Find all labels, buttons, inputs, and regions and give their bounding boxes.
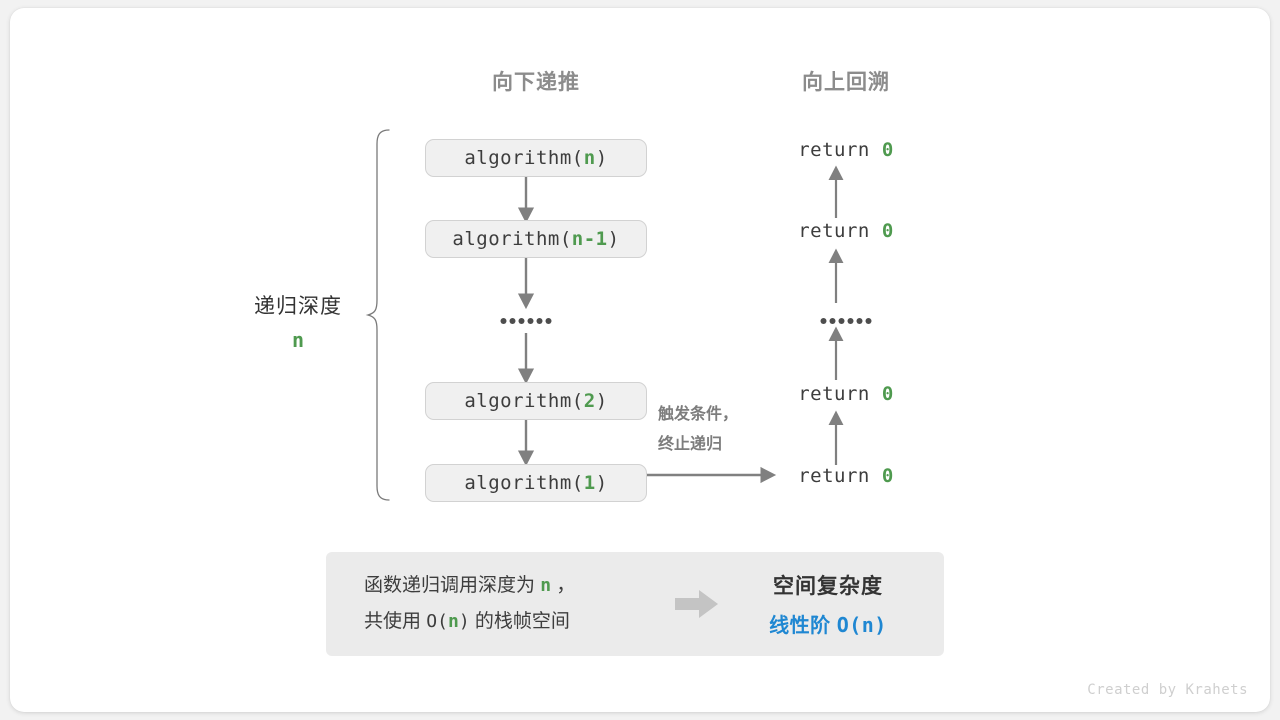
column-header-downward: 向下递推: [492, 71, 580, 94]
summary-result: 空间复杂度 线性阶 O(n): [722, 570, 934, 638]
recursion-depth-text: 递归深度: [254, 295, 342, 318]
call-box-1[interactable]: algorithm(1): [425, 464, 647, 502]
dot: [545, 318, 552, 324]
dot: [527, 318, 534, 324]
return-keyword-4: return: [798, 465, 882, 487]
call-box-n-minus-1-name: algorithm(: [452, 228, 572, 250]
dot: [847, 318, 854, 324]
summary-line-1-var: n: [540, 575, 552, 596]
call-box-2[interactable]: algorithm(2): [425, 382, 647, 420]
call-box-1-arg: 1: [583, 472, 596, 494]
summary-line-1-text-b: ，: [551, 575, 576, 596]
call-box-n-minus-1-close: ): [607, 228, 620, 250]
return-keyword-2: return: [798, 220, 882, 242]
trigger-condition-line1: 触发条件，: [658, 406, 739, 423]
call-box-n[interactable]: algorithm(n): [425, 139, 647, 177]
summary-line-2: 共使用 O(n) 的栈帧空间: [364, 604, 664, 640]
summary-line-1: 函数递归调用深度为 n ，: [364, 568, 664, 604]
dot: [865, 318, 872, 324]
dot: [536, 318, 543, 324]
trigger-condition-note: 触发条件， 终止递归: [658, 400, 738, 460]
ellipsis-dots-right: [820, 318, 872, 324]
call-box-2-close: ): [595, 390, 608, 412]
return-label-3: return 0: [798, 383, 894, 405]
recursion-depth-label: 递归深度 n: [254, 290, 342, 352]
return-value-3: 0: [881, 383, 894, 405]
summary-line-2-close: ): [458, 611, 470, 632]
dot: [838, 318, 845, 324]
summary-result-value-text: 线性阶: [769, 615, 837, 637]
ellipsis-dots-left: [500, 318, 552, 324]
summary-panel: 函数递归调用深度为 n ， 共使用 O(n) 的栈帧空间 空间复杂度 线性阶 O…: [326, 552, 944, 656]
call-box-n-close: ): [595, 147, 608, 169]
summary-line-2-text-b: 的栈帧空间: [469, 611, 570, 632]
return-label-1: return 0: [798, 139, 894, 161]
call-box-2-name: algorithm(: [464, 390, 584, 412]
return-value-1: 0: [881, 139, 894, 161]
return-value-4: 0: [881, 465, 894, 487]
trigger-condition-line2: 终止递归: [658, 436, 723, 453]
dot: [856, 318, 863, 324]
right-block-arrow-icon: [672, 589, 722, 619]
return-label-4: return 0: [798, 465, 894, 487]
column-header-upward: 向上回溯: [802, 71, 890, 94]
recursion-depth-value: n: [291, 328, 305, 352]
summary-description: 函数递归调用深度为 n ， 共使用 O(n) 的栈帧空间: [364, 568, 664, 640]
dot: [820, 318, 827, 324]
dot: [829, 318, 836, 324]
call-box-1-close: ): [595, 472, 608, 494]
call-box-n-minus-1-arg: n-1: [571, 228, 608, 250]
call-box-n-minus-1[interactable]: algorithm(n-1): [425, 220, 647, 258]
call-box-n-name: algorithm(: [464, 147, 584, 169]
summary-line-2-bigo: O(: [426, 611, 448, 632]
dot: [500, 318, 507, 324]
summary-result-title: 空间复杂度: [773, 575, 883, 598]
summary-line-2-var: n: [447, 611, 459, 632]
return-keyword-3: return: [798, 383, 882, 405]
summary-result-value-mono: O(n): [836, 613, 887, 637]
depth-brace-icon: [365, 129, 390, 501]
summary-line-1-text-a: 函数递归调用深度为: [364, 575, 541, 596]
return-label-2: return 0: [798, 220, 894, 242]
call-box-2-arg: 2: [583, 390, 596, 412]
call-box-n-arg: n: [583, 147, 596, 169]
diagram-card: 向下递推 向上回溯 递归深度 n: [10, 8, 1270, 712]
summary-result-value: 线性阶 O(n): [722, 609, 934, 638]
dot: [518, 318, 525, 324]
return-keyword-1: return: [798, 139, 882, 161]
summary-line-2-text-a: 共使用: [364, 611, 427, 632]
call-box-1-name: algorithm(: [464, 472, 584, 494]
dot: [509, 318, 516, 324]
credit-text: Created by Krahets: [1087, 682, 1248, 698]
return-value-2: 0: [881, 220, 894, 242]
